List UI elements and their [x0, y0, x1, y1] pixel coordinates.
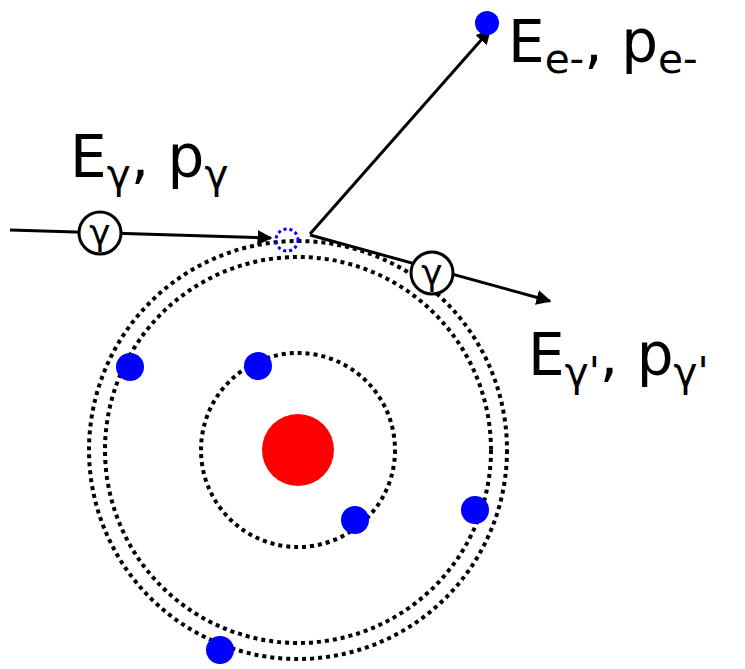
energy-momentum-label: Eγ', pγ': [528, 326, 709, 393]
inner-orbit: [201, 353, 395, 547]
outer-orbit: [89, 241, 507, 659]
vacated-electron: [276, 229, 298, 251]
electron-track: [310, 30, 490, 234]
energy-momentum-label: Eγ, pγ: [70, 128, 228, 195]
electron: [116, 353, 144, 381]
photon-circle: γ: [409, 250, 455, 296]
photon-circle: γ: [77, 210, 123, 256]
outer-orbit: [105, 257, 491, 643]
nucleus: [262, 414, 334, 486]
electron: [341, 506, 369, 534]
energy-momentum-label: Ee-, pe-: [508, 13, 698, 80]
photon-symbol: γ: [89, 215, 110, 251]
electron: [206, 636, 234, 664]
electron: [461, 496, 489, 524]
incoming-photon-line: [10, 230, 271, 238]
photon-symbol: γ: [421, 255, 442, 291]
electron: [244, 352, 272, 380]
scattered-photon-line: [310, 235, 550, 301]
ejected-electron: [475, 11, 499, 35]
